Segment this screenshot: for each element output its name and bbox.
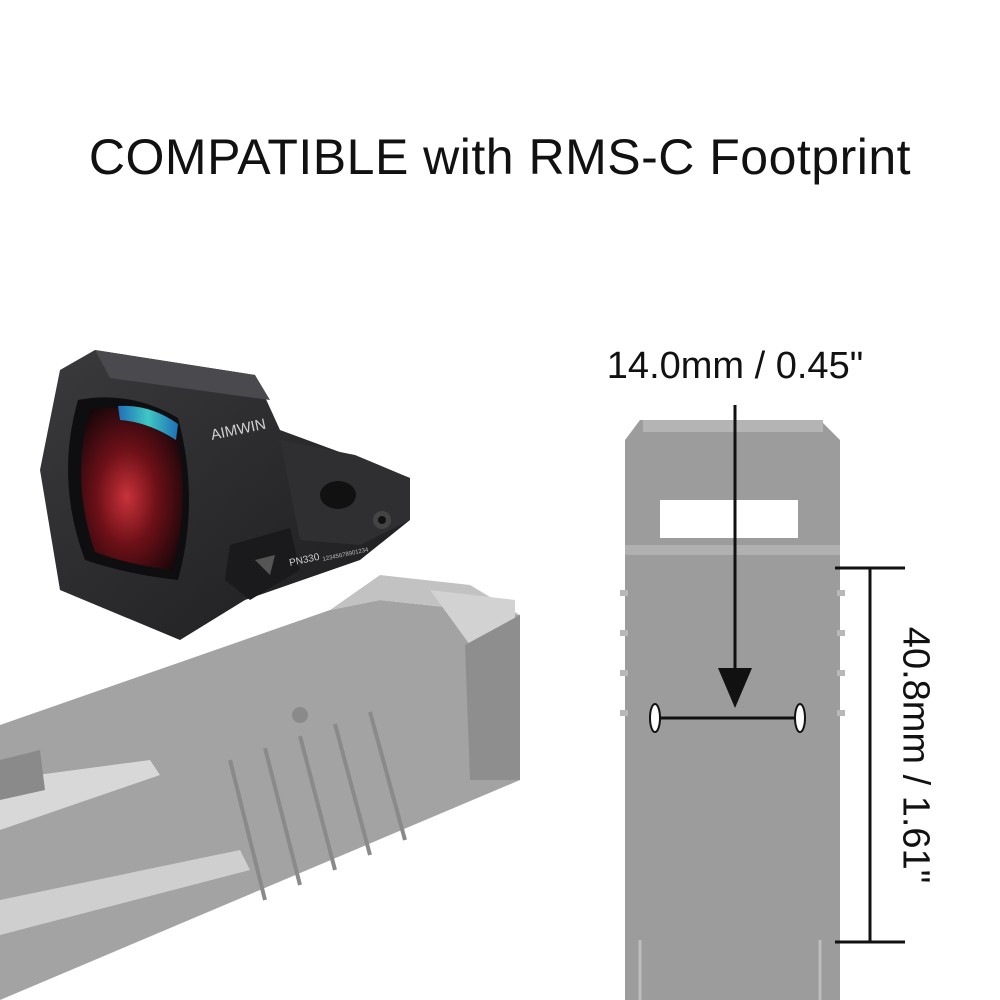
page-title: COMPATIBLE with RMS-C Footprint [88,129,912,185]
lens-icon [81,407,183,570]
footprint-slide [620,420,845,1000]
slide-serrations [228,711,407,901]
width-dimension [649,405,806,733]
width-dimension-label: 14.0mm / 0.45" [606,345,864,387]
side-serrations [620,590,845,716]
rear-sight-cutout [660,500,798,538]
pistol-slide [0,575,520,1000]
red-dot-sight: AIMWIN PN330 12345678901234 [40,350,410,640]
arrow-down-icon [718,668,752,708]
length-dimension-label: 40.8mm / 1.61" [894,626,937,884]
length-dimension [835,566,905,944]
